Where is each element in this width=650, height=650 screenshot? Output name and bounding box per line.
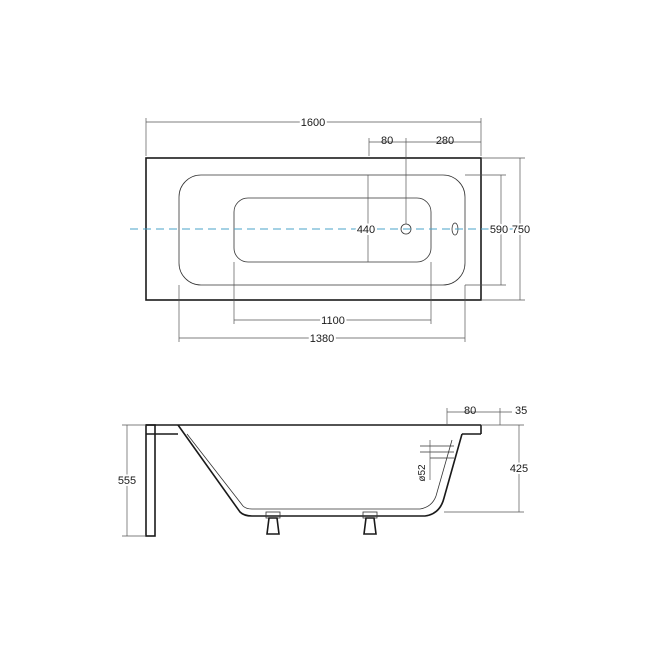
dim-total-height: 555 <box>118 475 136 487</box>
tub-inner-outline <box>186 433 453 510</box>
dim-rim-overhang: 35 <box>515 405 527 417</box>
dim-overall-length: 1600 <box>301 117 325 129</box>
dim-overall-width: 750 <box>512 224 530 236</box>
dim-inner-width: 590 <box>490 224 508 236</box>
dim-bottom-width: 440 <box>357 224 375 236</box>
tub-leg-right <box>362 511 378 535</box>
basin-bottom-outline <box>233 197 432 263</box>
dim-rim-thickness: 80 <box>464 405 476 417</box>
inner-basin-outline <box>178 174 466 286</box>
top-view: 1600 80 280 440 590 750 1100 1380 <box>130 115 532 347</box>
side-view: ø52 555 80 35 425 <box>116 405 530 537</box>
dim-drain-offset: 280 <box>436 135 454 147</box>
dim-inner-length: 1380 <box>310 333 334 345</box>
dim-inner-depth: 425 <box>510 463 528 475</box>
dim-rim-width: 80 <box>381 135 393 147</box>
front-panel <box>145 424 156 537</box>
tub-body-outline <box>177 424 463 517</box>
tub-leg-left <box>265 511 281 535</box>
dim-bottom-length: 1100 <box>321 315 345 327</box>
dim-overflow-diameter: ø52 <box>417 464 428 482</box>
